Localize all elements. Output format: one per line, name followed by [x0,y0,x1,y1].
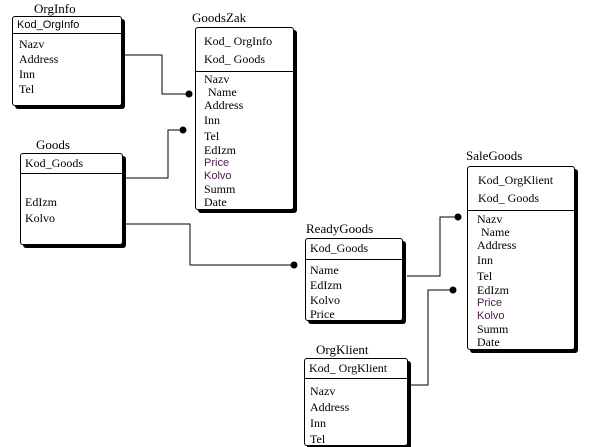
entity-title-orginfo: OrgInfo [34,1,76,16]
attribute-field: Tel [310,432,326,446]
attribute-field: Inn [310,416,326,430]
attribute-section: Nazv Address Inn Tel [305,379,407,447]
attribute-field: Address [310,400,350,414]
attribute-field: Name [310,263,339,277]
relation-end-dot [179,126,187,134]
attribute-field: Tel [477,269,493,283]
attribute-field: Summ [477,322,509,336]
attribute-field: Price [310,307,335,321]
key-field: Kod_Goods [25,156,84,170]
entity-title-orgklient: OrgKlient [316,342,369,357]
entity-orgklient[interactable]: Kod_ OrgKlient Nazv Address Inn Tel [304,358,408,446]
key-field: Kod_ OrgInfo [204,34,273,48]
attribute-field: Kolvo [204,170,232,182]
attribute-field: EdIzm [204,143,236,157]
key-section: Kod_OrgKlient Kod_ Goods [468,167,574,211]
relation-readygoods-salegoods [407,216,458,277]
entity-salegoods[interactable]: Kod_OrgKlient Kod_ Goods Nazv Name Addre… [467,166,575,350]
attribute-field: Price [477,297,503,309]
attribute-field: Name [481,225,510,239]
attribute-field: Inn [204,113,220,127]
relation-orgklient-salegoods [410,289,452,386]
attribute-field: EdIzm [310,278,342,292]
attribute-field: Kolvo [25,211,55,225]
attribute-field: Nazv [204,72,230,86]
attribute-field: Address [204,98,244,112]
key-field: Kod_Goods [310,241,369,255]
attribute-field: Summ [204,182,236,196]
relation-end-dot [454,213,462,221]
entity-title-readygoods: ReadyGoods [306,221,374,236]
key-section: Kod_ OrgKlient [305,359,407,379]
attribute-field: Kolvo [310,293,340,307]
attribute-field: Nazv [477,212,503,226]
relation-goods-readygoods [125,223,293,266]
attribute-field: Address [19,52,59,66]
relation-end-dot [185,90,193,98]
attribute-field: Kolvo [477,310,505,322]
attribute-field: Address [477,238,517,252]
attribute-section: Nazv Name Address Inn Tel EdIzm Price Ko… [196,72,293,209]
attribute-field: Nazv [310,384,336,398]
key-section: Kod_Goods [306,239,402,260]
entity-title-salegoods: SaleGoods [466,148,523,163]
entity-title-goodszak: GoodsZak [192,10,247,25]
key-field: Kod_OrgKlient [478,173,554,187]
attribute-field: Name [208,85,237,99]
key-field: Kod_ OrgKlient [309,361,388,375]
relation-end-dot [290,261,298,269]
relation-orginfo-goodszak [125,54,190,95]
key-section: Kod_OrgInfo [13,17,121,34]
attribute-section: EdIzm Kolvo [21,174,122,226]
attribute-field: EdIzm [477,283,509,297]
relation-goods-goodszak [125,129,182,179]
attribute-section: Nazv Address Inn Tel [13,34,121,98]
entity-orginfo[interactable]: Kod_OrgInfo Nazv Address Inn Tel [12,16,122,106]
attribute-section: Name EdIzm Kolvo Price [306,260,402,321]
key-section: Kod_ OrgInfo Kod_ Goods [196,28,293,72]
entity-goods[interactable]: Kod_Goods EdIzm Kolvo [20,153,123,245]
key-section: Kod_Goods [21,154,122,174]
entity-goodszak[interactable]: Kod_ OrgInfo Kod_ Goods Nazv Name Addres… [195,27,294,210]
attribute-field: Date [204,195,227,209]
attribute-field: Inn [19,67,35,81]
attribute-field: Date [477,335,500,349]
relation-end-dot [449,286,457,294]
attribute-field: Tel [204,129,220,143]
attribute-section: Nazv Name Address Inn Tel EdIzm Price Ko… [468,211,574,349]
key-field: Kod_ Goods [204,52,266,66]
attribute-field: Nazv [19,37,45,51]
entity-title-goods: Goods [36,137,70,152]
entity-readygoods[interactable]: Kod_Goods Name EdIzm Kolvo Price [305,238,403,321]
key-field: Kod_ Goods [478,191,540,205]
attribute-field: Tel [19,82,35,96]
attribute-field: Price [204,157,230,169]
attribute-field: EdIzm [25,195,57,209]
key-field: Kod_OrgInfo [17,19,80,31]
attribute-field: Inn [477,253,493,267]
